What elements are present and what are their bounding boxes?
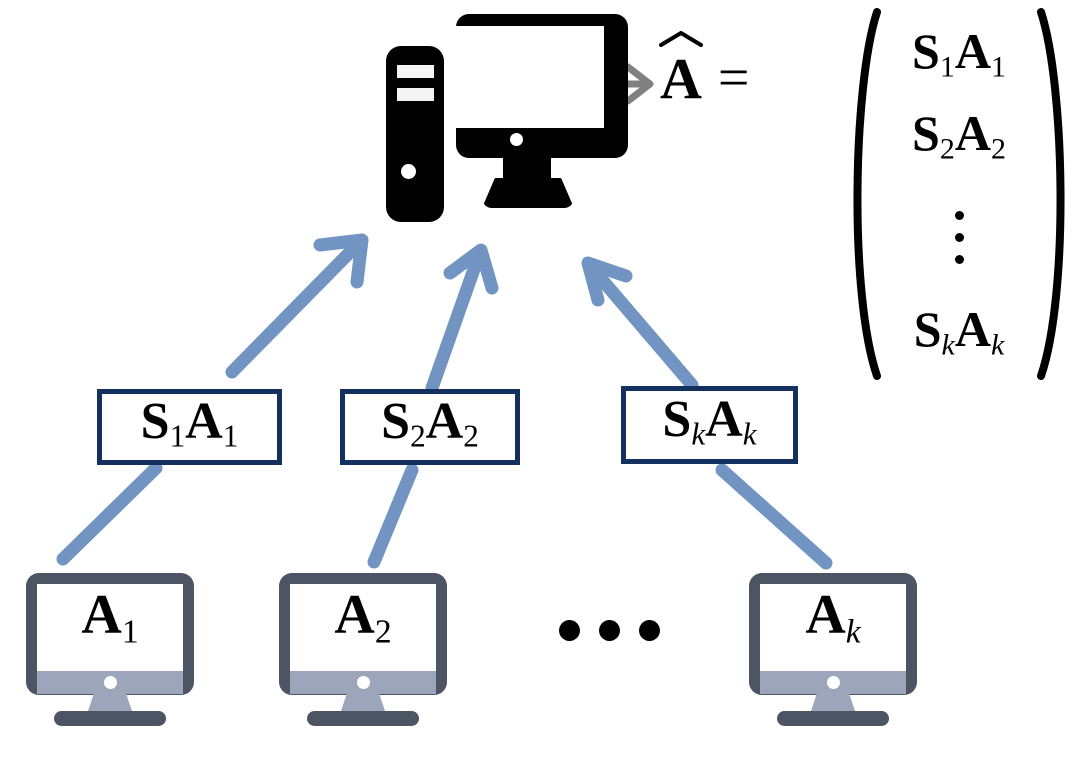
client-k-screen bbox=[760, 584, 906, 671]
client-k-label: Ak bbox=[749, 587, 917, 649]
sketch-box-2-label: S2A2 bbox=[381, 396, 479, 452]
matrix-row-1: S1A1 bbox=[877, 26, 1041, 82]
sketch-box-k-s-sub: k bbox=[691, 416, 706, 452]
a-hat-symbol: A bbox=[658, 31, 703, 111]
client-2-label: A2 bbox=[279, 587, 447, 649]
client-k-neck bbox=[810, 692, 856, 714]
client-2-bezel bbox=[279, 573, 447, 695]
matrix-row-2-a: A bbox=[954, 105, 991, 161]
client-k-bezel bbox=[749, 573, 917, 695]
sketch-box-1: S1A1 bbox=[97, 389, 282, 465]
sketch-box-1-s: S bbox=[140, 393, 170, 451]
client-1-screen bbox=[37, 584, 183, 671]
sketch-box-2-a: A bbox=[425, 393, 464, 451]
client-k-symbol: A bbox=[805, 584, 846, 646]
client-1-base bbox=[54, 711, 166, 726]
client-1-chin bbox=[37, 671, 183, 694]
client-1-bezel bbox=[26, 573, 194, 695]
block-matrix: S1A1 S2A2 SkAk bbox=[843, 8, 1075, 380]
client-1-neck bbox=[87, 692, 133, 714]
sketch-box-k: SkAk bbox=[621, 386, 798, 464]
matrix-row-k-a: A bbox=[954, 301, 991, 357]
left-parenthesis bbox=[853, 8, 881, 380]
client-1-sub: 1 bbox=[121, 613, 139, 651]
sketch-box-2-s-sub: 2 bbox=[410, 418, 426, 454]
upload-arrow-1 bbox=[225, 233, 369, 379]
server-monitor-icon bbox=[456, 14, 628, 222]
client-1-label: A1 bbox=[26, 587, 194, 649]
client-1-symbol: A bbox=[81, 584, 122, 646]
matrix-rows: S1A1 S2A2 SkAk bbox=[877, 8, 1041, 380]
a-hat-letter: A bbox=[660, 46, 702, 111]
sketch-box-k-label: SkAk bbox=[662, 394, 756, 450]
sketch-box-k-a: A bbox=[705, 391, 743, 449]
matrix-row-1-a-sub: 1 bbox=[990, 50, 1006, 84]
client-monitor-k: Ak bbox=[749, 573, 917, 733]
sketch-link-k bbox=[715, 463, 833, 570]
matrix-row-k: SkAk bbox=[877, 304, 1041, 360]
client-monitor-1: A1 bbox=[26, 573, 194, 733]
matrix-vertical-ellipsis-icon bbox=[877, 198, 1041, 264]
matrix-row-1-s-sub: 1 bbox=[939, 50, 955, 84]
matrix-row-2: S2A2 bbox=[877, 108, 1041, 164]
sketch-box-2-s: S bbox=[381, 393, 411, 451]
sketch-link-2 bbox=[367, 463, 419, 569]
right-parenthesis bbox=[1037, 8, 1065, 380]
client-k-base bbox=[777, 711, 889, 726]
hat-accent-icon bbox=[658, 31, 703, 47]
client-k-chin bbox=[760, 671, 906, 694]
upload-arrow-k bbox=[581, 256, 699, 392]
monitor-screen bbox=[456, 26, 604, 128]
matrix-row-2-s-sub: 2 bbox=[939, 132, 955, 166]
matrix-row-2-a-sub: 2 bbox=[990, 132, 1006, 166]
client-k-sub: k bbox=[845, 613, 861, 651]
monitor-bezel bbox=[456, 14, 628, 158]
central-server bbox=[380, 14, 630, 222]
sketch-box-1-s-sub: 1 bbox=[169, 418, 186, 454]
equals-sign: = bbox=[717, 47, 750, 109]
sketch-box-k-s: S bbox=[662, 391, 692, 449]
client-ellipsis-icon bbox=[559, 620, 660, 641]
tower-drive-slot-2 bbox=[397, 88, 434, 101]
matrix-row-k-a-sub: k bbox=[990, 328, 1005, 362]
matrix-row-2-s: S bbox=[912, 105, 940, 161]
client-2-sub: 2 bbox=[374, 613, 392, 651]
client-monitor-2: A2 bbox=[279, 573, 447, 733]
matrix-row-k-s: S bbox=[913, 301, 942, 357]
sketch-box-2-a-sub: 2 bbox=[463, 418, 479, 454]
sketch-box-1-a-sub: 1 bbox=[222, 418, 239, 454]
client-2-neck bbox=[340, 692, 386, 714]
result-equation: A = bbox=[658, 31, 750, 111]
monitor-chin bbox=[467, 128, 604, 150]
client-2-symbol: A bbox=[334, 584, 375, 646]
client-2-base bbox=[307, 711, 419, 726]
monitor-base bbox=[482, 178, 574, 208]
sketch-box-2: S2A2 bbox=[340, 389, 520, 465]
matrix-row-k-s-sub: k bbox=[941, 328, 955, 362]
sketch-box-1-label: S1A1 bbox=[141, 396, 239, 452]
client-2-screen bbox=[290, 584, 436, 671]
tower-drive-slot-1 bbox=[397, 65, 434, 78]
sketch-link-1 bbox=[56, 461, 163, 566]
sketch-box-k-a-sub: k bbox=[742, 416, 757, 452]
matrix-row-1-a: A bbox=[954, 23, 991, 79]
client-2-chin bbox=[290, 671, 436, 694]
sketch-box-1-a: A bbox=[185, 393, 223, 451]
tower-power-dot-icon bbox=[401, 164, 416, 179]
upload-arrow-2 bbox=[425, 243, 499, 395]
matrix-row-1-s: S bbox=[912, 23, 940, 79]
server-tower-icon bbox=[386, 46, 444, 222]
